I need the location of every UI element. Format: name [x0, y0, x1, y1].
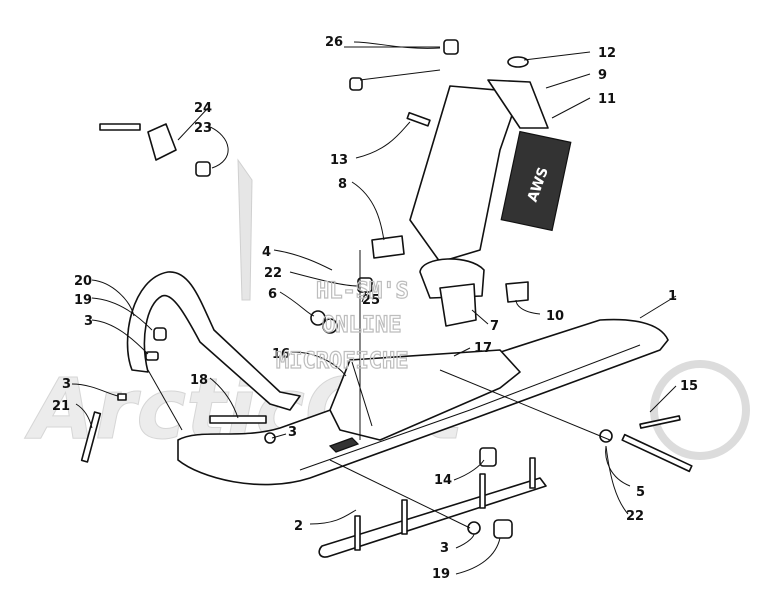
decal — [500, 130, 572, 232]
ski-slot — [328, 437, 360, 453]
callout-3b: 3 — [62, 377, 71, 392]
ski-saddle — [329, 349, 521, 441]
callout-22a: 22 — [264, 266, 282, 281]
callout-3c: 3 — [288, 425, 297, 440]
callout-4: 4 — [262, 245, 271, 260]
callout-7: 7 — [490, 319, 499, 334]
callout-22b: 22 — [626, 509, 644, 524]
wear-bar-studs — [354, 457, 536, 551]
callout-14: 14 — [434, 473, 452, 488]
spindle-top-bracket — [487, 79, 549, 129]
callout-9: 9 — [598, 68, 607, 83]
callout-19b: 19 — [432, 567, 450, 582]
callout-5: 5 — [636, 485, 645, 500]
watermark-line2: ONLINE — [322, 313, 401, 338]
callout-11: 11 — [598, 92, 616, 107]
callout-1: 1 — [668, 289, 677, 304]
callout-24: 24 — [194, 101, 212, 116]
callout-20: 20 — [74, 274, 92, 289]
watermark-line3: MICROFICHE — [276, 349, 408, 374]
watermark-wheel-icon — [650, 360, 750, 460]
ski-edge-line — [299, 344, 641, 471]
callout-6: 6 — [268, 287, 277, 302]
callout-10: 10 — [546, 309, 564, 324]
shock-bracket — [439, 283, 477, 327]
callout-3d: 3 — [440, 541, 449, 556]
callout-26: 26 — [325, 35, 343, 50]
callout-23: 23 — [194, 121, 212, 136]
callout-25: 25 — [362, 293, 380, 308]
ski-loop — [126, 271, 301, 411]
spindle-housing — [409, 85, 521, 263]
callout-16: 16 — [272, 347, 290, 362]
bushing-left — [371, 235, 405, 259]
leader-lines — [71, 41, 677, 575]
callout-13: 13 — [330, 153, 348, 168]
callout-18: 18 — [190, 373, 208, 388]
callout-19a: 19 — [74, 293, 92, 308]
callout-8: 8 — [338, 177, 347, 192]
watermark-text: HL-SM'S ONLINE MICROFICHE — [275, 278, 409, 374]
callout-17: 17 — [474, 341, 492, 356]
callout-3a: 3 — [84, 314, 93, 329]
watermark-line1: HL-SM'S — [316, 279, 409, 304]
hardware — [80, 39, 693, 539]
bushing-right — [505, 281, 529, 303]
wear-bar — [318, 477, 547, 558]
watermark-spire-icon — [237, 158, 253, 301]
callout-15: 15 — [680, 379, 698, 394]
saddle-rib — [351, 361, 373, 427]
callout-12: 12 — [598, 46, 616, 61]
callout-2: 2 — [294, 519, 303, 534]
callout-labels: 26 12 9 11 24 23 13 8 4 22 6 25 10 7 1 1… — [52, 35, 698, 582]
callout-21: 21 — [52, 399, 70, 414]
